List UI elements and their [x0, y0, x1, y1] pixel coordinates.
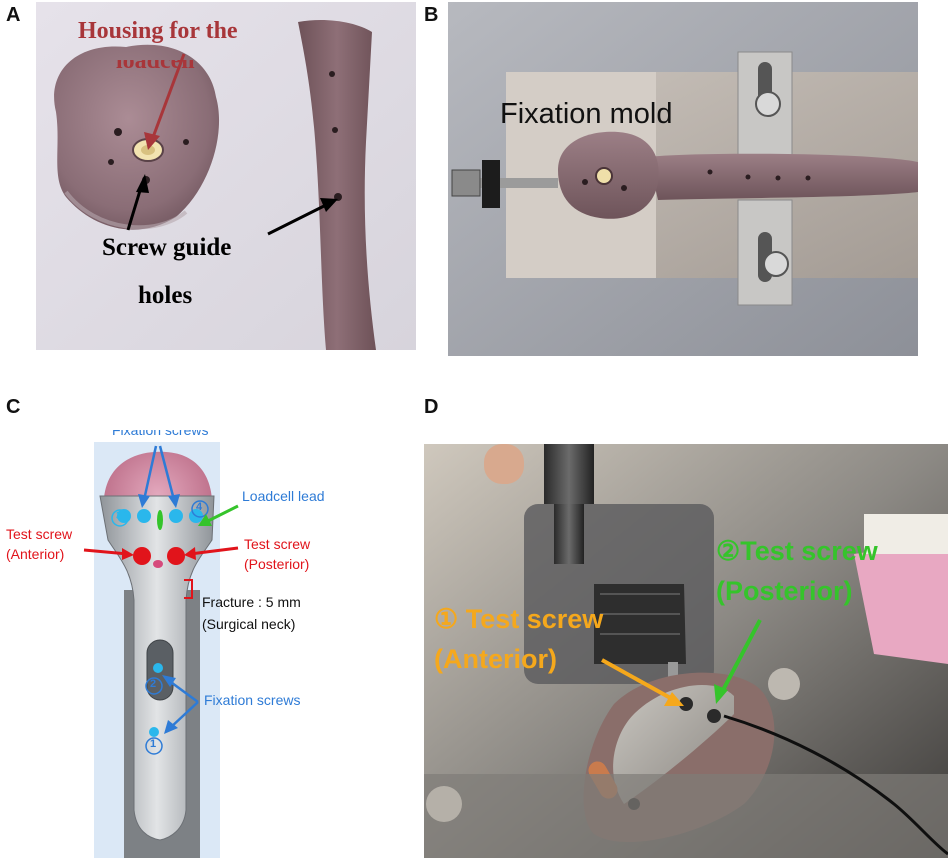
loadcell-lead-label: Loadcell lead	[242, 488, 325, 504]
fracture-label-1: Fracture : 5 mm	[202, 594, 301, 610]
panel-b-photo: Fixation mold	[448, 2, 918, 356]
fracture-label-2: (Surgical neck)	[202, 616, 296, 632]
pink-paper	[854, 540, 948, 664]
test-screw-anterior	[133, 547, 151, 565]
fixation-arrow-lower-1	[167, 678, 199, 704]
housing-label: Housing for the	[78, 18, 238, 44]
drill-chuck	[594, 584, 686, 664]
panel-c-drawing	[83, 442, 239, 858]
posterior-label-2: (Posterior)	[716, 576, 853, 606]
posterior-arrow	[720, 619, 762, 693]
loadcell-arrow	[205, 504, 239, 524]
fixation-screw-2	[153, 663, 163, 673]
fixation-mold-label: Fixation mold	[500, 98, 673, 130]
fixation-arrow-top-right	[158, 445, 176, 501]
screw-number-3: 3	[116, 510, 123, 522]
screw-guide-arrow-right	[267, 202, 329, 236]
fixation-screw-1	[149, 727, 159, 737]
screw-guide-label-2: holes	[138, 282, 193, 309]
panel-c-diagram: Fixation screws Loadcell lead Test screw…	[0, 430, 420, 858]
fixation-arrow-lower-2	[169, 701, 199, 729]
screw-number-2: 2	[150, 678, 157, 690]
bone-shaft	[648, 153, 918, 200]
screw-number-4: 4	[196, 501, 203, 513]
panel-label-d: D	[424, 396, 439, 418]
panel-b-drawing	[448, 2, 918, 356]
panel-label-c: C	[6, 396, 21, 418]
panel-a-drawing	[36, 2, 416, 350]
test-screw-posterior-label-1: Test screw	[244, 536, 311, 552]
anterior-arrow	[601, 658, 675, 702]
bolt-head	[451, 169, 481, 197]
screwdriver-top	[544, 444, 594, 504]
fixation-screws-top-label: Fixation screws	[112, 430, 209, 438]
holder-bolt	[426, 786, 462, 822]
test-screw-posterior	[167, 547, 185, 565]
screw-guide-label-1: Screw guide	[102, 234, 232, 261]
test-screw-anterior-label-2: (Anterior)	[6, 546, 65, 562]
test-anterior-arrow	[83, 548, 129, 556]
anterior-label-1: ① Test screw	[434, 604, 604, 634]
panel-d-drawing	[424, 444, 948, 858]
threaded-rod	[478, 178, 558, 188]
hand	[484, 444, 524, 484]
fixation-arrow-top-left	[142, 445, 158, 501]
panel-label-a: A	[6, 4, 21, 26]
test-screw-posterior-label-2: (Posterior)	[244, 556, 310, 572]
anterior-label-2: (Anterior)	[434, 644, 557, 674]
panel-a-photo: Housing for the loadcell Screw guide hol…	[36, 2, 416, 350]
humeral-head-model	[54, 44, 220, 230]
test-screw-anterior-label-1: Test screw	[6, 526, 73, 542]
loadcell-wire	[723, 714, 948, 856]
fixation-screws-bottom-label: Fixation screws	[204, 692, 301, 708]
housing-label-cut: loadcell	[116, 60, 195, 72]
humeral-shaft-model	[298, 20, 376, 350]
housing-arrow	[150, 53, 186, 141]
posterior-label-1: ②Test screw	[716, 536, 878, 566]
fracture-bracket	[184, 579, 193, 599]
panel-d-photo: ②Test screw (Posterior) ① Test screw (An…	[424, 444, 948, 858]
screw-number-1: 1	[150, 738, 157, 750]
panel-label-b: B	[424, 4, 439, 26]
test-posterior-arrow	[189, 546, 239, 556]
